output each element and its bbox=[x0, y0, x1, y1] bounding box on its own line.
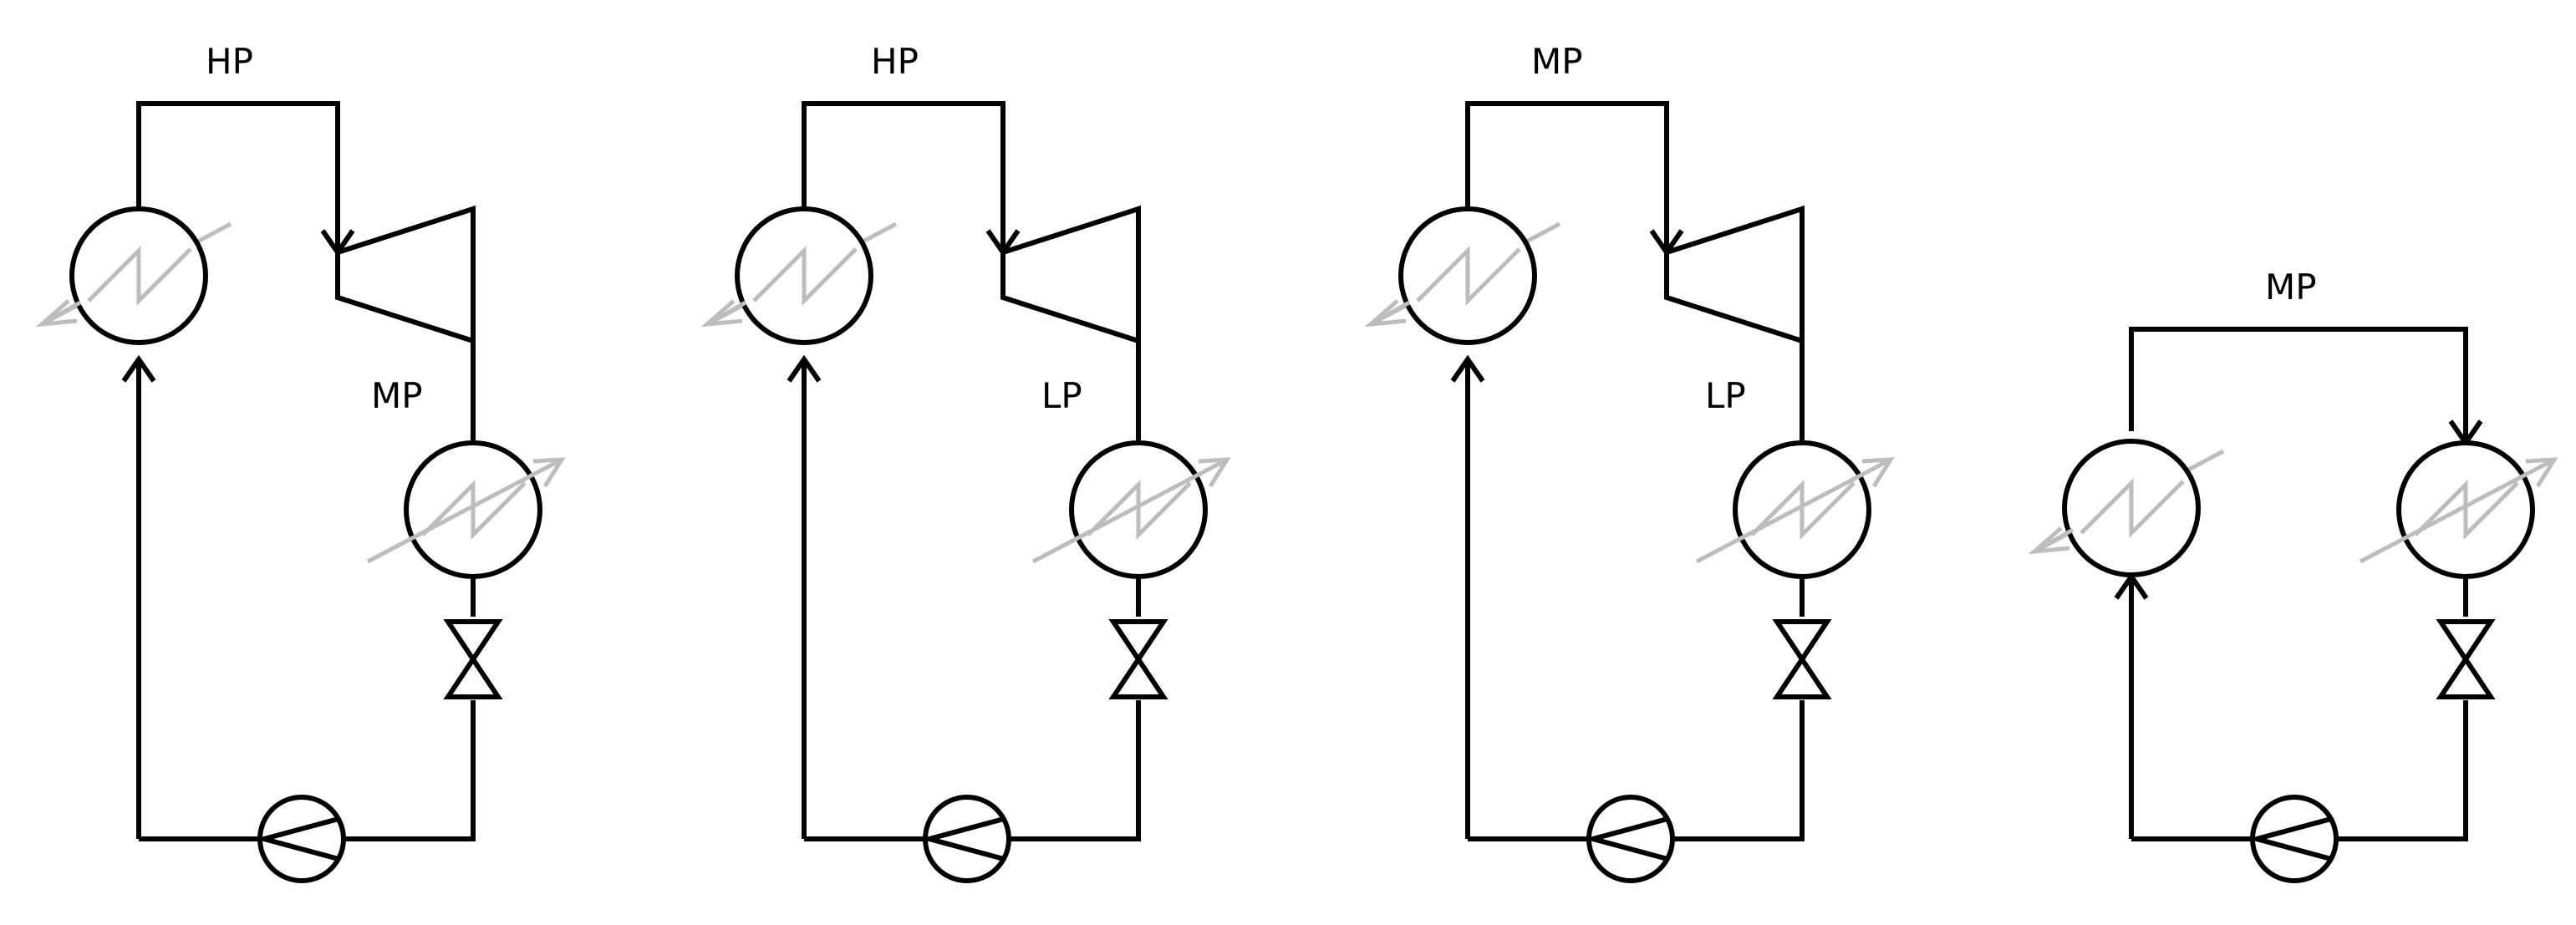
expansion-valve bbox=[2436, 619, 2496, 699]
cycle-1-side-label: MP bbox=[371, 375, 423, 416]
cycle-2: HP LP bbox=[700, 41, 1231, 883]
cycle-2-top-label: HP bbox=[871, 41, 919, 82]
pump bbox=[1583, 795, 1675, 883]
heat-exchanger-left bbox=[35, 206, 232, 345]
pump bbox=[254, 795, 346, 883]
heat-exchanger-left bbox=[1364, 206, 1561, 345]
pump bbox=[2247, 795, 2339, 883]
heat-exchanger-right bbox=[2359, 440, 2558, 579]
heat-exchanger-right bbox=[366, 440, 566, 579]
compressor bbox=[1000, 205, 1141, 345]
pipe-loop bbox=[1465, 101, 1805, 841]
compressor bbox=[335, 205, 476, 345]
heat-exchanger-right bbox=[1031, 440, 1231, 579]
cycle-3: MP LP bbox=[1364, 41, 1895, 883]
pump bbox=[919, 795, 1011, 883]
pipe-loop bbox=[2129, 327, 2468, 841]
cycle-2-side-label: LP bbox=[1041, 375, 1082, 416]
pipe-loop bbox=[802, 101, 1141, 841]
cycle-4-top-label: MP bbox=[2265, 267, 2317, 307]
cycle-3-top-label: MP bbox=[1531, 41, 1583, 82]
cycle-4: MP bbox=[2028, 267, 2558, 883]
heat-exchanger-right bbox=[1695, 440, 1895, 579]
cycle-1-top-label: HP bbox=[206, 41, 253, 82]
expansion-valve bbox=[1108, 619, 1168, 699]
cycle-1: HP MP bbox=[35, 41, 566, 883]
compressor bbox=[1664, 205, 1805, 345]
heat-exchanger-left bbox=[2028, 439, 2225, 577]
cycle-3-side-label: LP bbox=[1705, 375, 1746, 416]
expansion-valve bbox=[443, 619, 503, 699]
expansion-valve bbox=[1772, 619, 1832, 699]
flow-arrow-up bbox=[1450, 354, 1485, 383]
heat-exchanger-left bbox=[700, 206, 898, 345]
flow-arrow-up bbox=[787, 354, 822, 383]
pipe-loop bbox=[136, 101, 476, 841]
flow-arrow-up bbox=[121, 354, 156, 383]
